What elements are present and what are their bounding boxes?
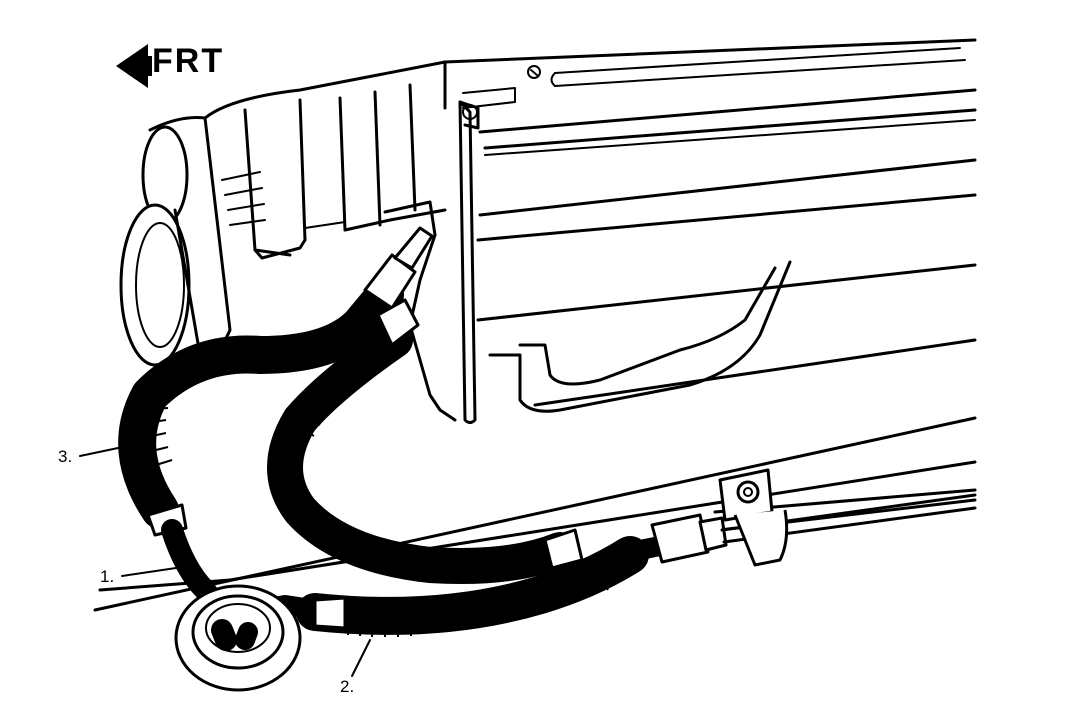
callout-1: 1. bbox=[100, 567, 177, 586]
return-hose-upper-fitting bbox=[376, 298, 420, 347]
callout-2-label: 2. bbox=[340, 677, 354, 696]
line-nut bbox=[650, 513, 710, 564]
line-clamp bbox=[718, 468, 789, 567]
hose-3-corrugation bbox=[131, 309, 373, 471]
engine-block bbox=[93, 38, 977, 612]
frt-label: FRT bbox=[152, 42, 224, 80]
return-hose bbox=[267, 298, 584, 584]
return-hose-corrugation bbox=[287, 369, 351, 437]
hose-2 bbox=[235, 493, 977, 650]
hose-3-upper-fitting bbox=[363, 253, 417, 310]
grommet bbox=[174, 584, 302, 692]
callout-3-label: 3. bbox=[58, 447, 72, 466]
callout-3: 3. bbox=[58, 447, 119, 466]
bolt-head bbox=[527, 65, 541, 79]
callout-2: 2. bbox=[340, 639, 371, 696]
hose-2-left-fitting bbox=[313, 596, 347, 630]
alternator-assembly bbox=[119, 60, 480, 424]
clamp-bolt-icon bbox=[736, 480, 760, 504]
hose-3 bbox=[118, 226, 434, 537]
callout-1-label: 1. bbox=[100, 567, 114, 586]
front-direction-indicator: FRT bbox=[116, 42, 224, 88]
front-arrow-icon bbox=[116, 44, 152, 88]
